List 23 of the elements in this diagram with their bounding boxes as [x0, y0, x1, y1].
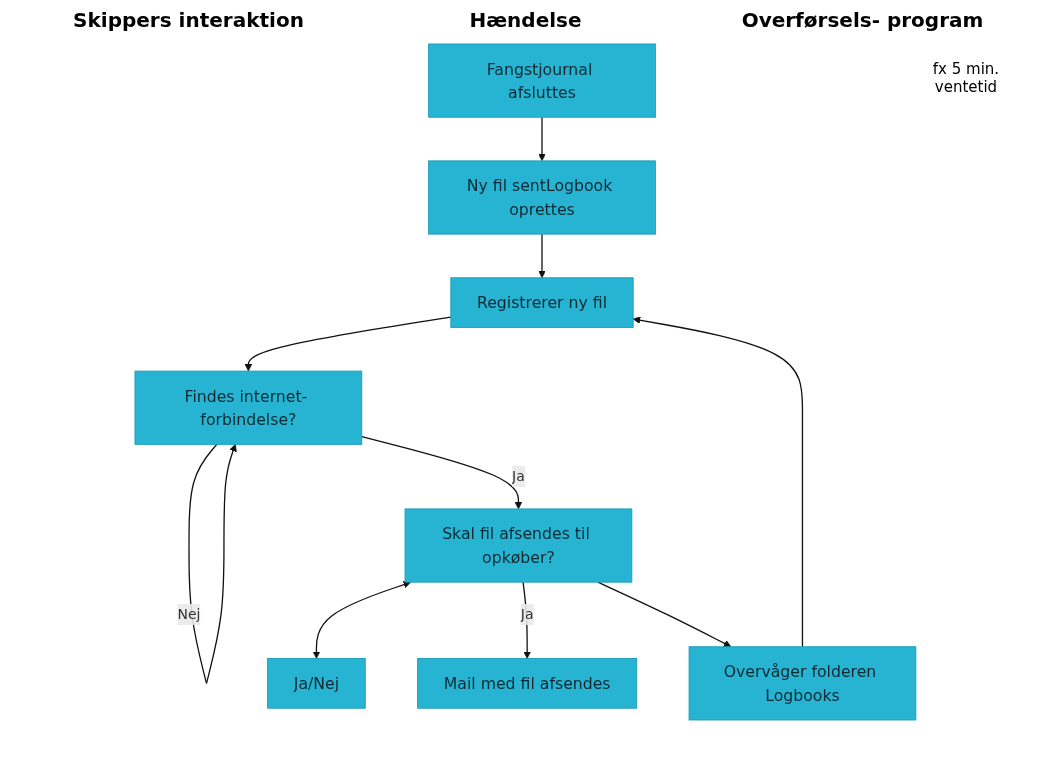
arrow	[632, 316, 804, 648]
lane-heading: Overførsels- program	[740, 8, 985, 32]
arrow	[361, 436, 523, 510]
node-box: Skal fil afsendes til opkøber?	[404, 508, 633, 583]
node-box: Fangstjournal afsluttes	[428, 43, 656, 118]
lane-heading: Hændelse	[468, 8, 583, 32]
arrow	[312, 580, 412, 659]
edge-label: Nej	[177, 605, 201, 623]
edge-label: Ja	[512, 467, 525, 485]
edge-label: Ja	[520, 605, 534, 623]
lane-heading: Skippers interaktion	[72, 8, 305, 32]
note-text: fx 5 min. ventetid	[931, 60, 1001, 96]
node-box: Ny fil sentLogbook oprettes	[428, 160, 656, 235]
arrow	[244, 316, 452, 372]
node-box: Registrerer ny fil	[450, 277, 634, 328]
arrow	[188, 443, 237, 684]
arrow	[597, 581, 732, 648]
arrow	[538, 116, 546, 162]
node-box: Ja/Nej	[267, 658, 366, 709]
node-box: Overvåger folderen Logbooks	[688, 646, 917, 721]
arrow	[538, 233, 546, 279]
node-box: Mail med fil afsendes	[417, 658, 638, 709]
node-box: Findes internet- forbindelse?	[134, 370, 363, 445]
